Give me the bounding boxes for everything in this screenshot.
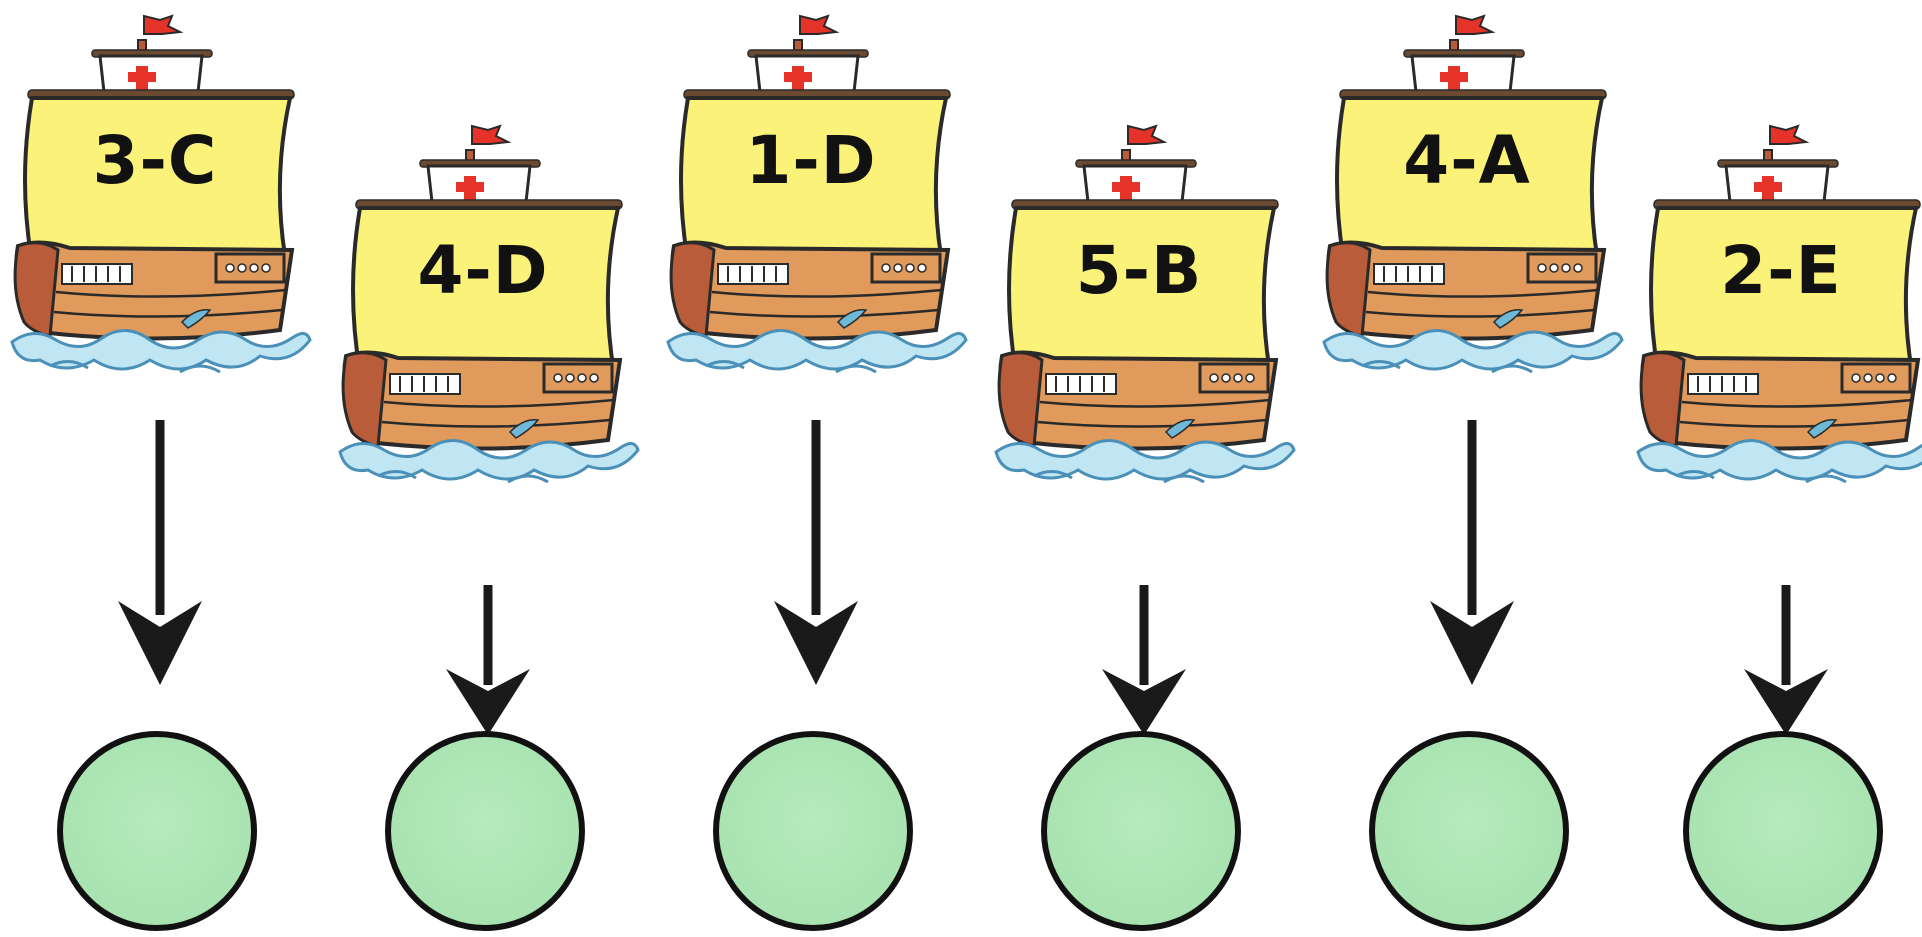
sailing-ship-icon bbox=[666, 14, 968, 374]
ship-column-3: 1-D bbox=[666, 0, 968, 937]
sailing-ship-icon bbox=[1636, 124, 1922, 484]
ship-column-1: 3-C bbox=[10, 0, 312, 937]
ship-4: 5-B bbox=[994, 120, 1296, 540]
answer-circle-2[interactable] bbox=[385, 731, 585, 931]
answer-circle-6[interactable] bbox=[1683, 731, 1883, 931]
ship-3: 1-D bbox=[666, 10, 968, 430]
sailing-ship-icon bbox=[1322, 14, 1624, 374]
ship-5: 4-A bbox=[1322, 10, 1624, 430]
ship-1: 3-C bbox=[10, 10, 312, 430]
down-arrow-icon bbox=[1636, 515, 1922, 785]
ship-label-4: 5-B bbox=[1075, 232, 1203, 309]
down-arrow-icon bbox=[666, 415, 966, 685]
ship-column-6: 2-E bbox=[1636, 0, 1922, 937]
ship-label-1: 3-C bbox=[92, 122, 218, 199]
down-arrow-icon bbox=[338, 515, 638, 785]
ship-6: 2-E bbox=[1636, 120, 1922, 540]
answer-circle-3[interactable] bbox=[713, 731, 913, 931]
down-arrow-icon bbox=[1322, 415, 1622, 685]
ship-column-2: 4-D bbox=[338, 0, 640, 937]
ship-column-4: 5-B bbox=[994, 0, 1296, 937]
down-arrow-icon bbox=[994, 515, 1294, 785]
down-arrow-icon bbox=[10, 415, 310, 685]
ship-2: 4-D bbox=[338, 120, 640, 540]
ship-column-5: 4-A bbox=[1322, 0, 1624, 937]
sailing-ship-icon bbox=[338, 124, 640, 484]
ship-label-3: 1-D bbox=[745, 122, 877, 199]
answer-circle-4[interactable] bbox=[1041, 731, 1241, 931]
answer-circle-5[interactable] bbox=[1369, 731, 1569, 931]
ship-label-6: 2-E bbox=[1720, 232, 1842, 309]
sailing-ship-icon bbox=[10, 14, 312, 374]
ship-label-2: 4-D bbox=[417, 232, 549, 309]
answer-circle-1[interactable] bbox=[57, 731, 257, 931]
sailing-ship-icon bbox=[994, 124, 1296, 484]
ship-label-5: 4-A bbox=[1403, 122, 1531, 199]
